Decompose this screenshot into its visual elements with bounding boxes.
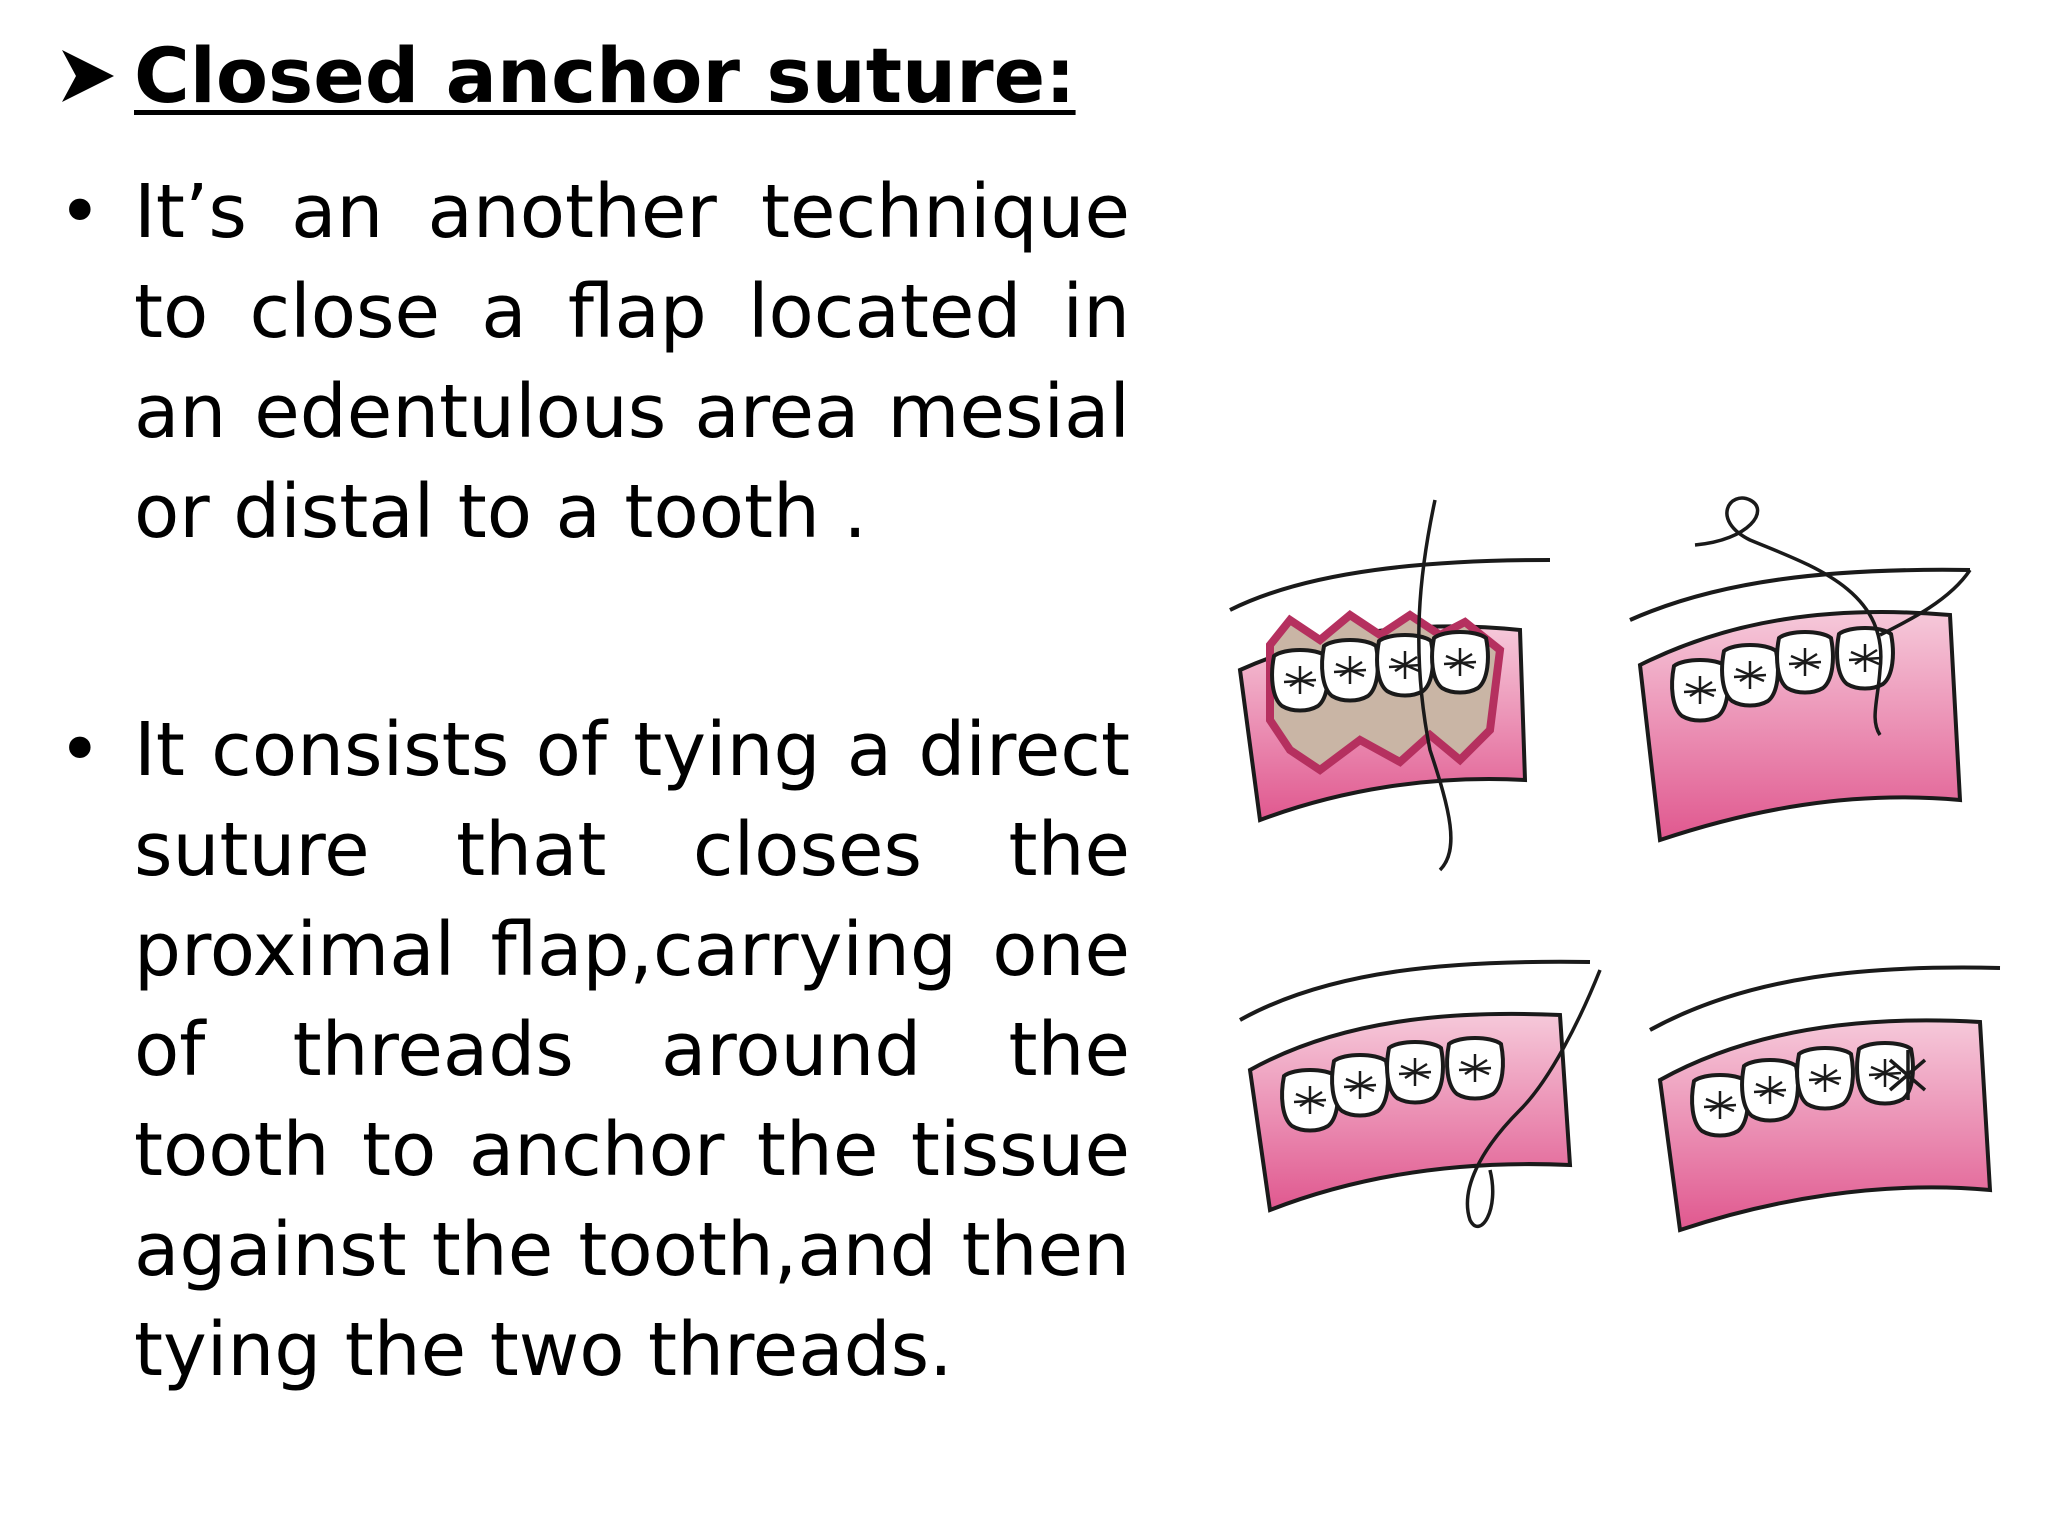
suture-step-4 [1649, 965, 2001, 1233]
bullet-item: • It consists of tying a direct suture t… [58, 700, 1130, 1400]
bullet-item: • It’s an another technique to close a f… [58, 162, 1130, 562]
suture-step-3 [1239, 959, 1602, 1229]
bullet-text: It’s an another technique to close a fla… [134, 169, 1130, 555]
bullet-dot-icon: • [58, 169, 102, 255]
bullet-text: It consists of tying a direct suture tha… [134, 707, 1130, 1393]
arrow-bullet-icon [62, 50, 114, 102]
suture-step-2 [1629, 496, 1972, 843]
slide-heading: Closed anchor suture: [58, 38, 1076, 114]
suture-diagram [1229, 496, 2001, 1233]
heading-text: Closed anchor suture: [134, 31, 1076, 120]
bullet-dot-icon: • [58, 707, 102, 793]
suture-illustration [1190, 390, 2048, 1240]
suture-step-1 [1229, 499, 1551, 872]
